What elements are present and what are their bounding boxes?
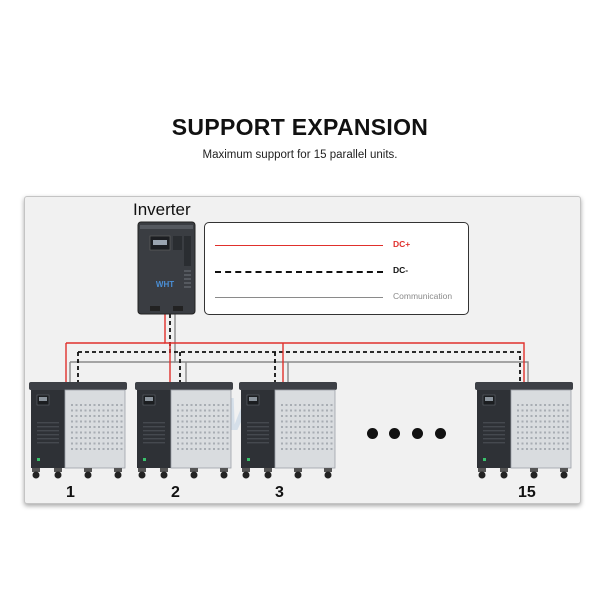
battery-unit — [475, 382, 573, 479]
battery-unit — [239, 382, 337, 479]
wiring — [65, 314, 529, 385]
dc-plus-wires — [65, 314, 525, 385]
unit-number: 3 — [275, 484, 284, 501]
unit-number: 15 — [518, 484, 536, 501]
battery-unit — [29, 382, 127, 479]
legend-label: Communication — [393, 291, 453, 301]
page-subtitle: Maximum support for 15 parallel units. — [202, 149, 398, 161]
dc-minus-wires — [77, 314, 521, 385]
dc-plus-swatch — [215, 245, 383, 246]
inverter-label: Inverter — [133, 200, 191, 219]
ellipsis-dot — [389, 428, 400, 439]
unit-number: 2 — [171, 484, 180, 501]
inverter-brand: WHT — [156, 280, 174, 289]
legend: DC+ DC- Communication — [204, 222, 469, 315]
communication-swatch — [215, 297, 383, 298]
page-title: SUPPORT EXPANSION — [171, 114, 429, 140]
unit-number: 1 — [66, 484, 75, 501]
inverter-unit — [137, 221, 196, 315]
ellipsis-dot — [367, 428, 378, 439]
legend-label: DC+ — [393, 239, 411, 249]
communication-wires — [69, 314, 529, 385]
legend-label: DC- — [393, 265, 409, 275]
ellipsis-dot — [412, 428, 423, 439]
battery-unit — [135, 382, 233, 479]
ellipsis-dot — [435, 428, 446, 439]
dc-minus-swatch — [215, 271, 383, 273]
battery-units — [29, 382, 573, 479]
